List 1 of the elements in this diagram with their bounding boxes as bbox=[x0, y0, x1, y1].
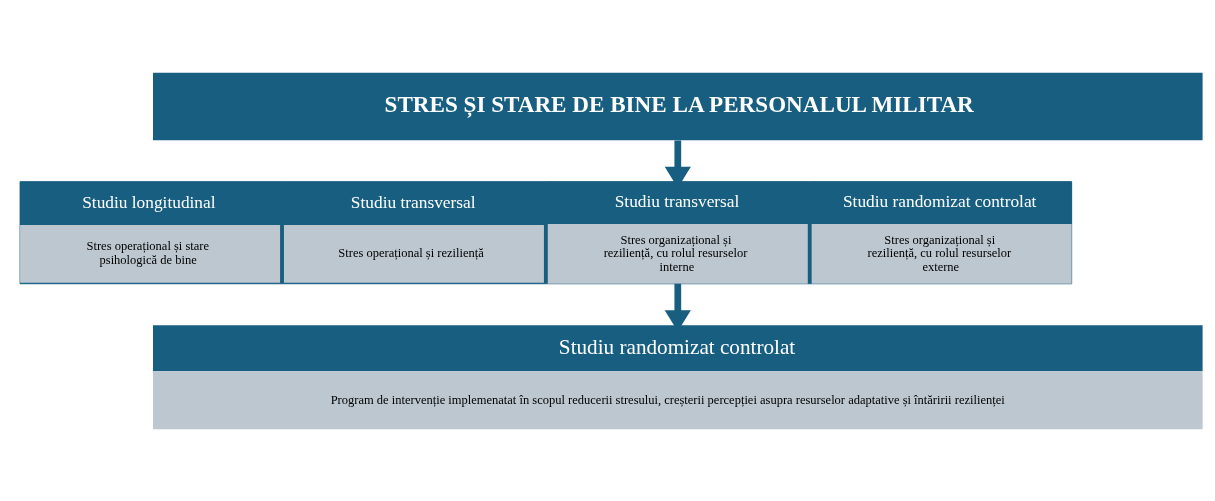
node-label: Studiu transversal bbox=[350, 192, 476, 212]
